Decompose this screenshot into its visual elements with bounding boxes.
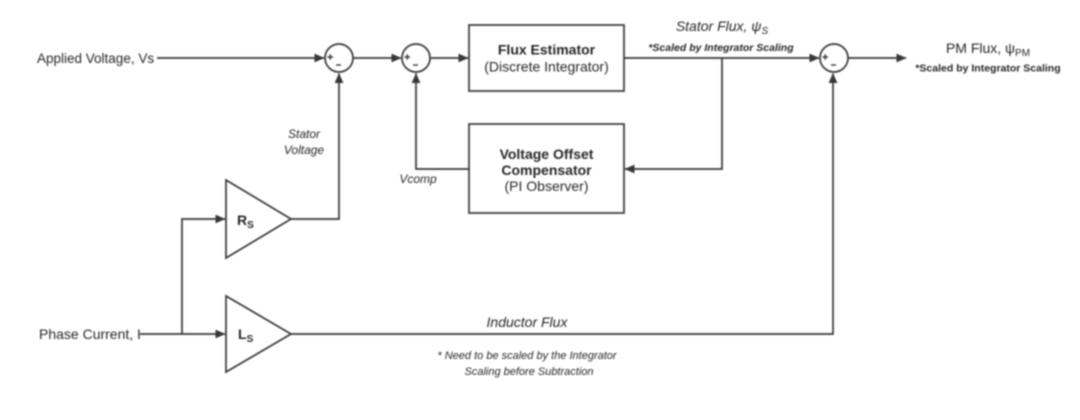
svg-text:Inductor Flux: Inductor Flux (487, 314, 569, 330)
svg-text:Voltage: Voltage (284, 143, 325, 157)
svg-text:Stator: Stator (288, 127, 321, 141)
svg-text:PM Flux, ψPM: PM Flux, ψPM (946, 40, 1030, 59)
svg-text:Stator Flux, ψS: Stator Flux, ψS (676, 18, 769, 37)
svg-text:(Discrete Integrator): (Discrete Integrator) (484, 59, 608, 75)
svg-text:*Scaled by Integrator Scaling: *Scaled by Integrator Scaling (648, 42, 794, 54)
svg-text:Applied Voltage, Vs: Applied Voltage, Vs (37, 51, 154, 66)
svg-text:(PI Observer): (PI Observer) (504, 178, 588, 194)
svg-text:* Need to be scaled by the Int: * Need to be scaled by the Integrator (437, 350, 618, 362)
svg-text:Vcomp: Vcomp (399, 172, 437, 186)
svg-text:Flux Estimator: Flux Estimator (498, 42, 596, 58)
svg-text:Scaling before Subtraction: Scaling before Subtraction (464, 366, 593, 378)
svg-text:Compensator: Compensator (501, 162, 592, 178)
svg-text:*Scaled by Integrator Scaling: *Scaled by Integrator Scaling (915, 63, 1060, 75)
svg-text:Voltage Offset: Voltage Offset (500, 146, 594, 162)
svg-text:Phase Current, I: Phase Current, I (39, 326, 141, 342)
